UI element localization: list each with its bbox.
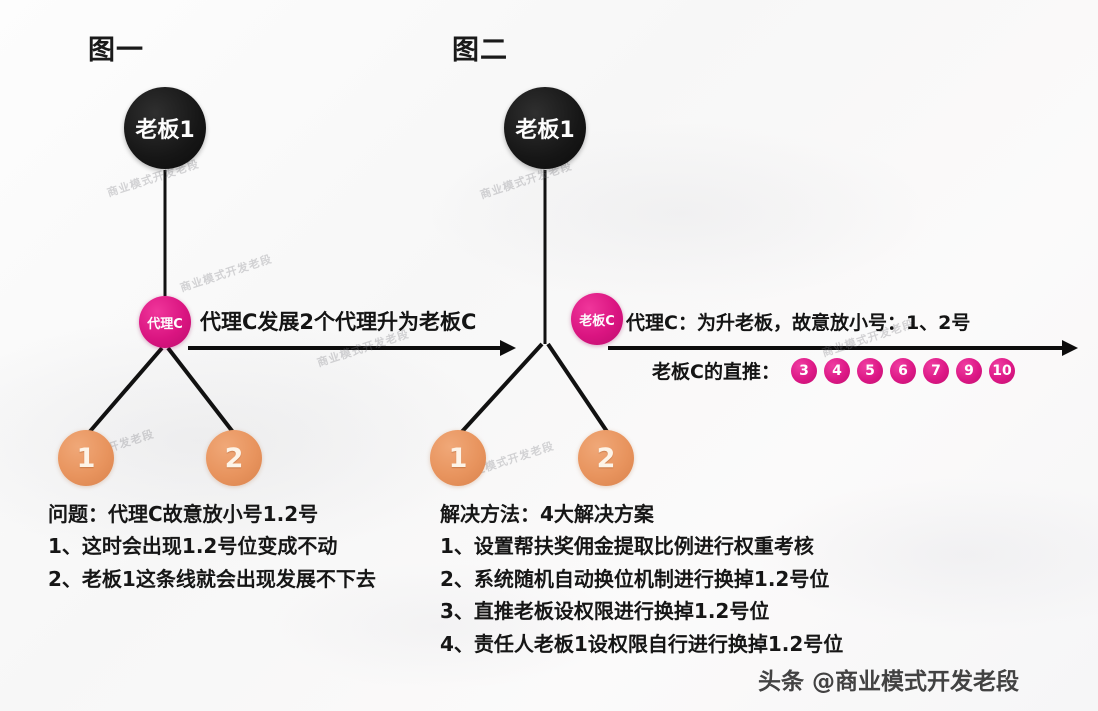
fig2-wire-left <box>456 342 544 438</box>
fig1-wire-left <box>84 346 164 438</box>
figure1-arrow-label: 代理C发展2个代理升为老板C <box>200 310 477 334</box>
direct-push-badge[interactable]: 6 <box>889 357 916 384</box>
direct-push-badge[interactable]: 9 <box>955 357 982 384</box>
figure2-direct-push-row: 老板C的直推： 3 4 5 6 7 9 10 <box>652 357 1015 384</box>
figure2-note-line: 3、直推老板设权限进行换掉1.2号位 <box>440 599 770 624</box>
fig2-wire-right <box>546 342 612 438</box>
figure1-title: 图一 <box>88 35 144 66</box>
figure2-child-node-2[interactable]: 2 <box>578 430 634 486</box>
source-watermark: 头条 @商业模式开发老段 <box>758 669 1020 695</box>
direct-push-badge[interactable]: 7 <box>922 357 949 384</box>
figure1-agent-node[interactable]: 代理C <box>139 296 191 348</box>
figure1-child-node-1[interactable]: 1 <box>58 430 114 486</box>
direct-push-badge[interactable]: 10 <box>988 357 1015 384</box>
figure2-child-node-1[interactable]: 1 <box>430 430 486 486</box>
figure1-note-line: 1、这时会出现1.2号位变成不动 <box>48 534 338 559</box>
figure2-notes: 解决方法：4大解决方案 1、设置帮扶奖佣金提取比例进行权重考核 2、系统随机自动… <box>440 498 843 660</box>
figure2-agent-node[interactable]: 老板C <box>571 293 623 345</box>
direct-push-badge[interactable]: 3 <box>790 357 817 384</box>
fig2-arrow-head <box>1062 340 1078 356</box>
direct-push-badge[interactable]: 5 <box>856 357 883 384</box>
figure1-child-node-2[interactable]: 2 <box>206 430 262 486</box>
fig1-arrow-head <box>500 340 516 356</box>
figure1-boss-node[interactable]: 老板1 <box>124 87 206 169</box>
figure1-notes: 问题：代理C故意放小号1.2号 1、这时会出现1.2号位变成不动 2、老板1这条… <box>48 498 376 595</box>
fig1-wire-right <box>166 346 238 438</box>
direct-push-badge[interactable]: 4 <box>823 357 850 384</box>
figure2-arrow-label-top: 代理C：为升老板，故意放小号：1、2号 <box>626 312 971 334</box>
figure2-note-line: 2、系统随机自动换位机制进行换掉1.2号位 <box>440 566 830 591</box>
ghost-watermark: 商业模式开发老段 <box>178 252 274 295</box>
figure2-note-line: 4、责任人老板1设权限自行进行换掉1.2号位 <box>440 631 844 656</box>
figure2-title: 图二 <box>452 35 508 66</box>
figure2-note-line: 1、设置帮扶奖佣金提取比例进行权重考核 <box>440 534 814 559</box>
figure2-arrow-label-bottom: 老板C的直推： <box>652 361 780 383</box>
figure1-note-line: 问题：代理C故意放小号1.2号 <box>48 502 319 526</box>
figure1-note-line: 2、老板1这条线就会出现发展不下去 <box>48 566 376 591</box>
figure2-note-line: 解决方法：4大解决方案 <box>440 502 654 526</box>
figure2-boss-node[interactable]: 老板1 <box>504 87 586 169</box>
